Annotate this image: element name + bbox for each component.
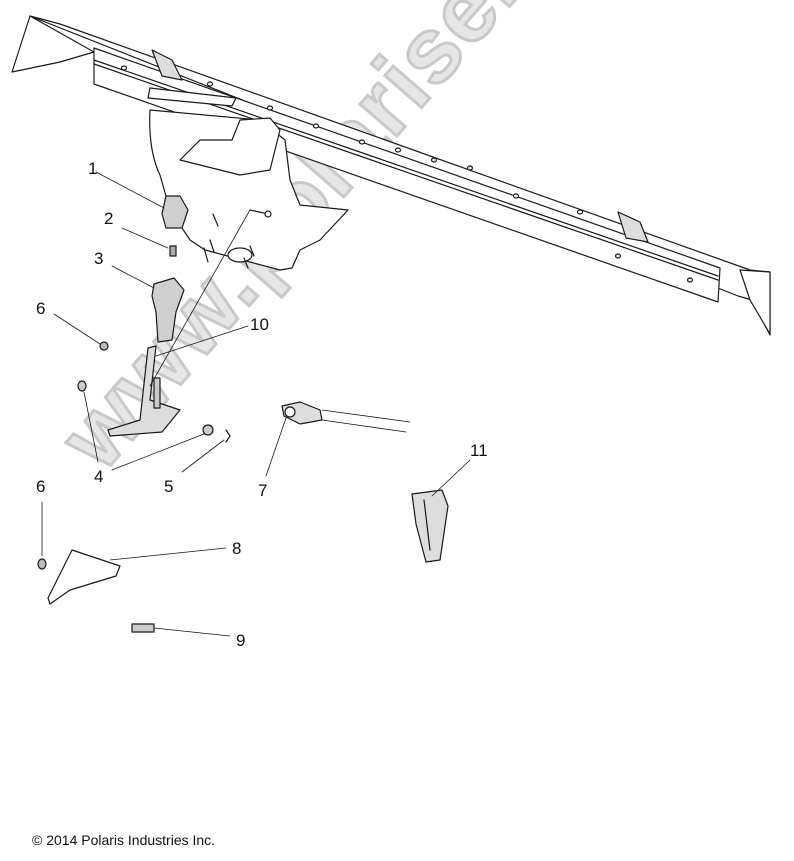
part-3-pedal-boot <box>111 265 185 343</box>
callout-6-upper: 6 <box>36 299 46 318</box>
part-2-screw <box>121 227 177 257</box>
part-9-bolt <box>131 623 231 637</box>
part-7-cylinder <box>265 401 411 477</box>
part-6-nut-upper <box>53 313 109 351</box>
callout-9: 9 <box>236 631 246 650</box>
callout-1: 1 <box>88 159 98 178</box>
callout-3: 3 <box>94 249 104 268</box>
part-4-washer <box>77 380 214 471</box>
callout-5: 5 <box>164 477 174 496</box>
callout-2: 2 <box>104 209 114 228</box>
copyright-notice: © 2014 Polaris Industries Inc. <box>32 832 216 848</box>
callout-10: 10 <box>250 315 269 334</box>
callout-6-lower: 6 <box>36 477 46 496</box>
callout-11: 11 <box>470 441 488 460</box>
part-8-bracket <box>47 547 227 605</box>
callout-7: 7 <box>258 481 268 500</box>
part-5-clip <box>181 429 231 473</box>
part-6-nut-lower <box>37 501 47 570</box>
part-11-accel-pedal <box>411 459 471 563</box>
callout-8: 8 <box>232 539 242 558</box>
pedal-mount-bracket <box>149 109 349 271</box>
part-10-pedal-arm <box>107 209 251 437</box>
frame-crossbeam <box>11 15 771 336</box>
callout-4: 4 <box>94 467 104 486</box>
part-1-pedal-pad <box>95 171 189 229</box>
